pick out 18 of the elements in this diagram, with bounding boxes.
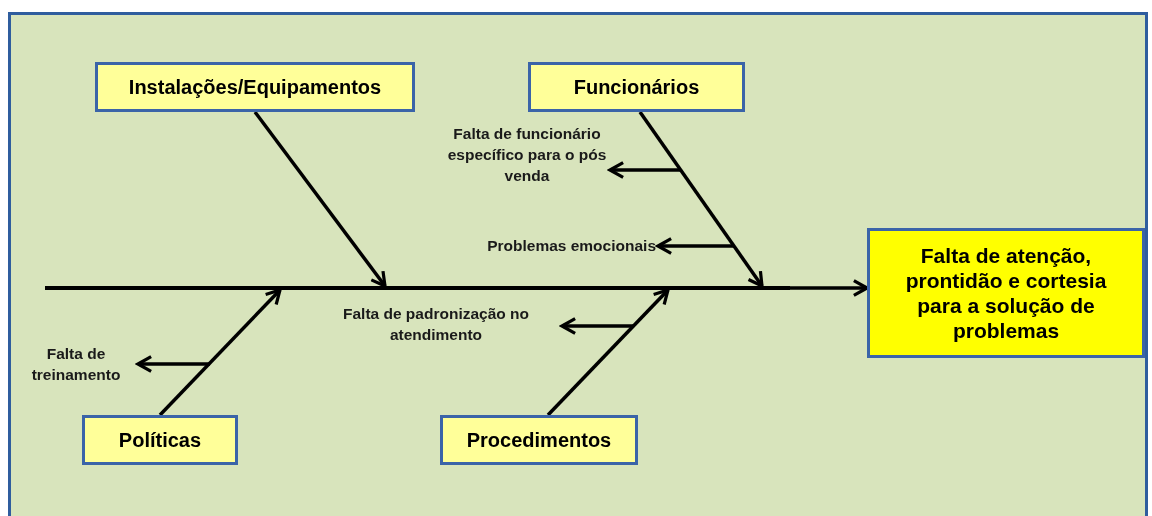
cause-label: Falta de treinamento xyxy=(16,344,136,388)
category-box: Funcionários xyxy=(528,62,745,112)
arrow xyxy=(158,288,282,417)
cause-label: Falta de padronização no atendimento xyxy=(312,304,560,348)
arrow xyxy=(656,237,734,255)
cause-label: Falta de funcionário específico para o pós venda xyxy=(446,124,608,190)
arrow xyxy=(136,355,210,373)
arrow xyxy=(638,111,764,288)
category-box: Políticas xyxy=(82,415,238,465)
effect-box: Falta de atenção, prontidão e cortesia para a solução de problemas xyxy=(867,228,1145,358)
arrow xyxy=(546,288,670,417)
arrow xyxy=(608,161,681,179)
category-box: Procedimentos xyxy=(440,415,638,465)
arrow xyxy=(560,317,634,335)
arrow xyxy=(253,110,387,288)
cause-label: Problemas emocionais xyxy=(430,236,656,258)
arrow xyxy=(790,279,869,297)
category-box: Instalações/Equipamentos xyxy=(95,62,415,112)
